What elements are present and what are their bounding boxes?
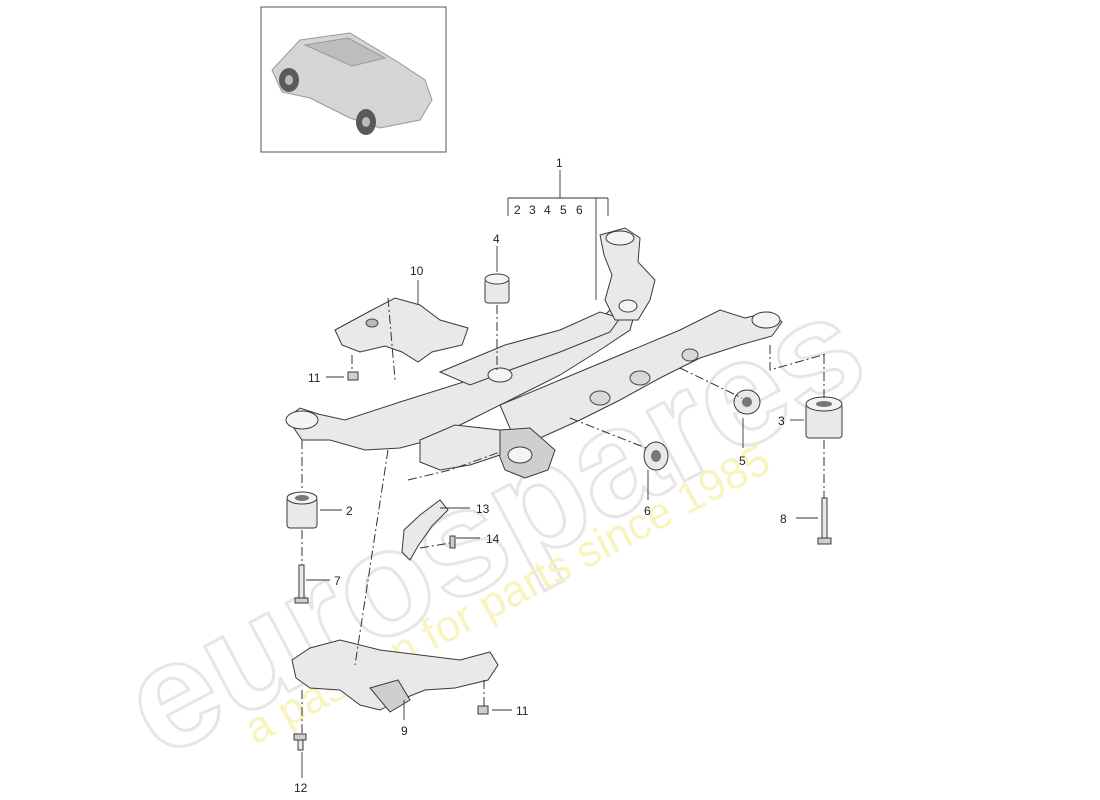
callout-6: 6 bbox=[644, 504, 651, 518]
callout-8: 8 bbox=[780, 512, 787, 526]
bracket-part-13 bbox=[401, 499, 449, 561]
callout-11-upper: 11 bbox=[308, 371, 321, 385]
screw-part-14 bbox=[449, 535, 456, 549]
rear-axle-subframe bbox=[285, 227, 783, 479]
bolt-part-12 bbox=[293, 733, 307, 751]
callout-4: 4 bbox=[493, 232, 500, 246]
leader-lines bbox=[301, 170, 818, 778]
heat-shield-part-10 bbox=[334, 297, 469, 363]
callout-11-lower: 11 bbox=[516, 704, 529, 718]
bushing-part-6 bbox=[643, 441, 669, 471]
heat-shield-part-9 bbox=[291, 639, 499, 711]
callout-10: 10 bbox=[410, 264, 424, 278]
bushing-part-3 bbox=[805, 396, 843, 439]
callout-12: 12 bbox=[294, 781, 308, 795]
watermark-brand: eurospares bbox=[96, 260, 889, 788]
bracket-item-4: 4 bbox=[544, 203, 551, 217]
car-icon bbox=[271, 32, 433, 135]
watermark: eurospares a passion for parts since 198… bbox=[95, 259, 891, 790]
callout-2: 2 bbox=[346, 504, 353, 518]
callout-14: 14 bbox=[486, 532, 500, 546]
vehicle-thumbnail bbox=[260, 6, 447, 153]
callout-5: 5 bbox=[739, 454, 746, 468]
bushing-part-4 bbox=[484, 273, 510, 304]
callout-labels: 1 2 3 4 5 6 4 10 11 2 3 5 6 7 8 13 14 9 … bbox=[294, 156, 787, 795]
assembly-lines bbox=[301, 297, 827, 734]
callout-13: 13 bbox=[476, 502, 490, 516]
nut-part-11-upper bbox=[347, 371, 359, 381]
callout-3: 3 bbox=[778, 414, 785, 428]
nut-part-11-lower bbox=[477, 705, 489, 715]
bracket-item-5: 5 bbox=[560, 203, 567, 217]
bolt-part-8 bbox=[817, 497, 832, 545]
shield-hole bbox=[365, 318, 379, 328]
callout-9: 9 bbox=[401, 724, 408, 738]
bushing-part-5 bbox=[733, 389, 761, 415]
shield-flange bbox=[369, 679, 411, 713]
bracket-item-6: 6 bbox=[576, 203, 583, 217]
callout-7: 7 bbox=[334, 574, 341, 588]
callout-1: 1 bbox=[556, 156, 563, 170]
bracket-item-3: 3 bbox=[529, 203, 536, 217]
bracket-item-2: 2 bbox=[514, 203, 521, 217]
bushing-part-2 bbox=[286, 491, 318, 529]
